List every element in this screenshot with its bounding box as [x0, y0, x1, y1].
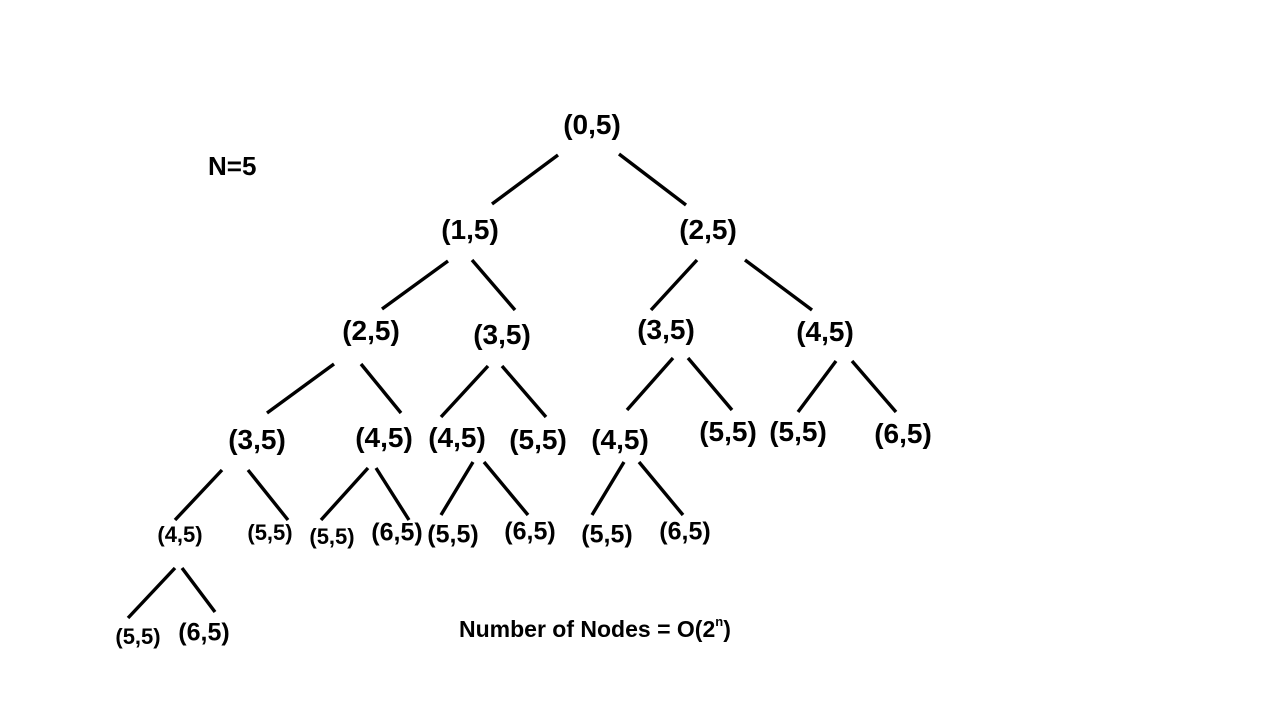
edge-n2-n5 — [649, 258, 699, 312]
tree-node: (3,5) — [473, 319, 531, 350]
complexity-note: Number of Nodes = O(2n) — [459, 615, 731, 641]
edge-n6-n13 — [796, 359, 838, 414]
edge-n0-n1 — [490, 153, 560, 206]
edge-n7-n15 — [173, 468, 224, 522]
edge-n8-n17 — [319, 466, 370, 522]
tree-node: (6,5) — [178, 618, 230, 647]
tree-node: (4,5) — [591, 424, 649, 455]
tree-node: (5,5) — [769, 416, 827, 447]
tree-node: (3,5) — [228, 424, 286, 455]
tree-node: (5,5) — [309, 524, 355, 549]
edge-n3-n8 — [359, 362, 403, 415]
edge-n3-n7 — [265, 362, 336, 415]
tree-node: (6,5) — [874, 418, 932, 449]
edge-n4-n10 — [500, 364, 548, 419]
edge-n4-n9 — [439, 364, 490, 419]
tree-node: (2,5) — [342, 315, 400, 346]
tree-node: (6,5) — [659, 517, 711, 546]
tree-node: (3,5) — [637, 314, 695, 345]
edge-n1-n3 — [381, 259, 449, 311]
tree-node: (4,5) — [157, 522, 203, 547]
complexity-exponent: n — [715, 614, 724, 629]
edge-n9-n19 — [439, 461, 475, 516]
edge-n1-n4 — [470, 258, 517, 312]
edge-n5-n11 — [625, 356, 675, 412]
tree-node: (1,5) — [441, 214, 499, 245]
tree-node: (6,5) — [371, 518, 423, 547]
tree-node: (2,5) — [679, 214, 737, 245]
edge-n5-n12 — [686, 356, 734, 412]
edge-n15-n24 — [180, 566, 217, 614]
edge-n11-n21 — [590, 461, 626, 516]
tree-node: (6,5) — [504, 517, 556, 546]
tree-node: (4,5) — [428, 422, 486, 453]
edge-n7-n16 — [246, 468, 290, 522]
complexity-suffix: ) — [723, 616, 731, 642]
tree-node: (5,5) — [115, 624, 161, 649]
tree-node: (4,5) — [796, 316, 854, 347]
edge-n15-n23 — [126, 566, 177, 620]
complexity-prefix: Number of Nodes = O(2 — [459, 616, 716, 642]
edge-n8-n18 — [374, 467, 411, 521]
edge-n9-n20 — [482, 460, 530, 517]
tree-node: (5,5) — [427, 520, 479, 549]
edge-n0-n2 — [617, 152, 688, 207]
tree-node: (4,5) — [355, 422, 413, 453]
edge-n6-n14 — [850, 359, 898, 414]
tree-node: (0,5) — [563, 109, 621, 140]
tree-node: (5,5) — [699, 416, 757, 447]
tree-node: (5,5) — [581, 520, 633, 549]
edge-n11-n22 — [637, 460, 685, 517]
tree-node: (5,5) — [247, 520, 293, 545]
n-value-label: N=5 — [208, 151, 257, 181]
edge-n2-n6 — [743, 258, 814, 312]
tree-node: (5,5) — [509, 424, 567, 455]
